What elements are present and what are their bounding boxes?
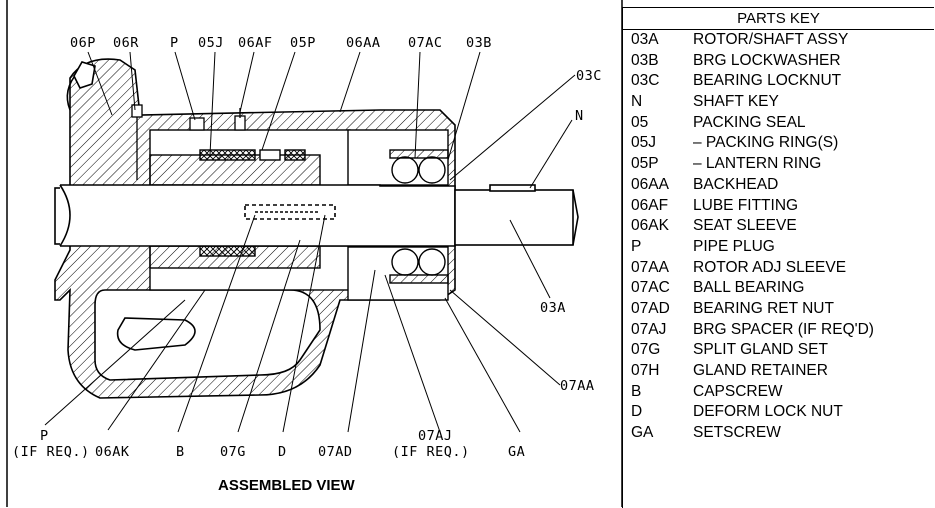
parts-key-row: P PIPE PLUG xyxy=(623,237,934,258)
part-code: 07H xyxy=(631,362,660,379)
part-description: BACKHEAD xyxy=(693,175,779,193)
parts-key-row: GA SETSCREW xyxy=(623,423,934,444)
part-description: – LANTERN RING xyxy=(693,155,822,173)
part-code: 05J xyxy=(631,134,656,152)
callout-N: N xyxy=(575,108,584,124)
part-code: 05 xyxy=(631,113,649,131)
parts-key-row: 06AA BACKHEAD xyxy=(623,175,934,196)
parts-key-row: B CAPSCREW xyxy=(623,382,934,403)
bearing-housing xyxy=(347,129,449,301)
part-code: B xyxy=(631,382,642,400)
parts-key-row: 06AK SEAT SLEEVE xyxy=(623,216,934,237)
callout-06AK: 06AK xyxy=(95,444,130,460)
callout-05J: 05J xyxy=(198,35,224,51)
part-description: GLAND RETAINER xyxy=(693,362,828,379)
parts-key-row: N SHAFT KEY xyxy=(623,92,934,113)
part-code: 03B xyxy=(631,51,659,69)
part-description: PACKING SEAL xyxy=(693,113,806,131)
parts-key-row: 05P – LANTERN RING xyxy=(623,154,934,175)
parts-key: PARTS KEY 03A ROTOR/SHAFT ASSY 03B BRG LOCK… xyxy=(622,7,934,508)
parts-key-row: 07AD BEARING RET NUT xyxy=(623,299,934,320)
part-code: 06AA xyxy=(631,175,669,193)
top-callouts: 06P 06R P 05J 06AF 05P 06AA 07AC 03B xyxy=(70,35,492,51)
callout-07AA: 07AA xyxy=(560,378,595,394)
parts-key-row: 07AA ROTOR ADJ SLEEVE xyxy=(623,258,934,279)
part-description: BRG LOCKWASHER xyxy=(693,51,841,69)
part-code: 07G xyxy=(631,341,661,359)
part-description: BRG SPACER (IF REQ'D) xyxy=(693,320,874,338)
part-description: – PACKING RING(S) xyxy=(693,134,839,152)
callout-B: B xyxy=(176,444,185,460)
part-code: GA xyxy=(631,424,654,442)
callout-if-req-1: (IF REQ.) xyxy=(12,444,90,460)
part-code: 07AJ xyxy=(631,320,667,338)
stuffing-box-cavity xyxy=(149,129,351,291)
part-description: CAPSCREW xyxy=(693,382,783,400)
parts-key-row: 07H GLAND RETAINER xyxy=(623,361,934,382)
right-callouts: 03C N 03A 07AA xyxy=(540,68,602,394)
callout-D: D xyxy=(278,444,287,460)
callout-06AF: 06AF xyxy=(238,35,273,51)
callout-if-req-2: (IF REQ.) xyxy=(392,444,470,460)
callout-05P: 05P xyxy=(290,35,316,51)
part-description: ROTOR ADJ SLEEVE xyxy=(693,258,847,276)
callout-GA: GA xyxy=(508,444,525,460)
part-description: BALL BEARING xyxy=(693,279,805,297)
callout-P-bottom: P xyxy=(40,428,49,444)
callout-03A: 03A xyxy=(540,300,566,316)
part-description: SETSCREW xyxy=(693,424,781,442)
part-code: 07AD xyxy=(631,299,670,317)
leader-lines xyxy=(44,51,576,433)
parts-key-row: 05J – PACKING RING(S) xyxy=(623,133,934,154)
parts-key-row: 07G SPLIT GLAND SET xyxy=(623,340,934,361)
lube-fitting xyxy=(131,104,246,180)
drawing-caption: ASSEMBLED VIEW xyxy=(218,477,356,494)
parts-key-list: 03A ROTOR/SHAFT ASSY 03B BRG LOCKWASHER 03C B… xyxy=(623,30,934,444)
callout-07AD: 07AD xyxy=(318,444,353,460)
callout-06AA: 06AA xyxy=(346,35,381,51)
part-code: 07AA xyxy=(631,258,669,276)
parts-key-row: 07AJ BRG SPACER (IF REQ'D) xyxy=(623,320,934,341)
part-description: BEARING RET NUT xyxy=(693,299,834,317)
parts-key-row: 03B BRG LOCKWASHER xyxy=(623,51,934,72)
part-code: 03C xyxy=(631,72,660,90)
part-code: D xyxy=(631,403,643,421)
rotor-shaft xyxy=(59,184,579,247)
callout-07AJ: 07AJ xyxy=(418,428,453,444)
parts-key-row: 06AF LUBE FITTING xyxy=(623,196,934,217)
part-description: SPLIT GLAND SET xyxy=(693,341,828,359)
callout-06P: 06P xyxy=(70,35,96,51)
part-description: DEFORM LOCK NUT xyxy=(693,403,843,421)
part-code: 06AK xyxy=(631,217,669,235)
assembled-view-drawing: 06P 06R P 05J 06AF 05P 06AA 07AC 03B 03C… xyxy=(12,35,602,494)
part-code: N xyxy=(631,93,643,111)
parts-key-row: 03A ROTOR/SHAFT ASSY xyxy=(623,30,934,51)
parts-key-row: 07AC BALL BEARING xyxy=(623,278,934,299)
parts-key-row: D DEFORM LOCK NUT xyxy=(623,402,934,423)
part-description: SHAFT KEY xyxy=(693,93,779,111)
part-code: 06AF xyxy=(631,196,669,214)
callout-03C: 03C xyxy=(576,68,602,84)
callout-07G: 07G xyxy=(220,444,246,460)
callout-06R: 06R xyxy=(113,35,139,51)
part-description: SEAT SLEEVE xyxy=(693,217,797,235)
part-description: ROTOR/SHAFT ASSY xyxy=(693,31,849,48)
callout-03B: 03B xyxy=(466,35,492,51)
parts-key-title: PARTS KEY xyxy=(623,8,934,30)
parts-key-row: 05 PACKING SEAL xyxy=(623,113,934,134)
callout-07AC: 07AC xyxy=(408,35,443,51)
part-description: PIPE PLUG xyxy=(693,237,775,255)
part-code: P xyxy=(631,237,642,255)
part-code: 03A xyxy=(631,31,659,48)
parts-key-row: 03C BEARING LOCKNUT xyxy=(623,71,934,92)
part-description: BEARING LOCKNUT xyxy=(693,72,842,90)
part-code: 07AC xyxy=(631,279,670,297)
part-description: LUBE FITTING xyxy=(693,196,799,214)
callout-P-top: P xyxy=(170,35,179,51)
bottom-callouts: P (IF REQ.) 06AK B 07G D 07AD 07AJ (IF R… xyxy=(12,428,525,460)
part-code: 05P xyxy=(631,155,659,173)
